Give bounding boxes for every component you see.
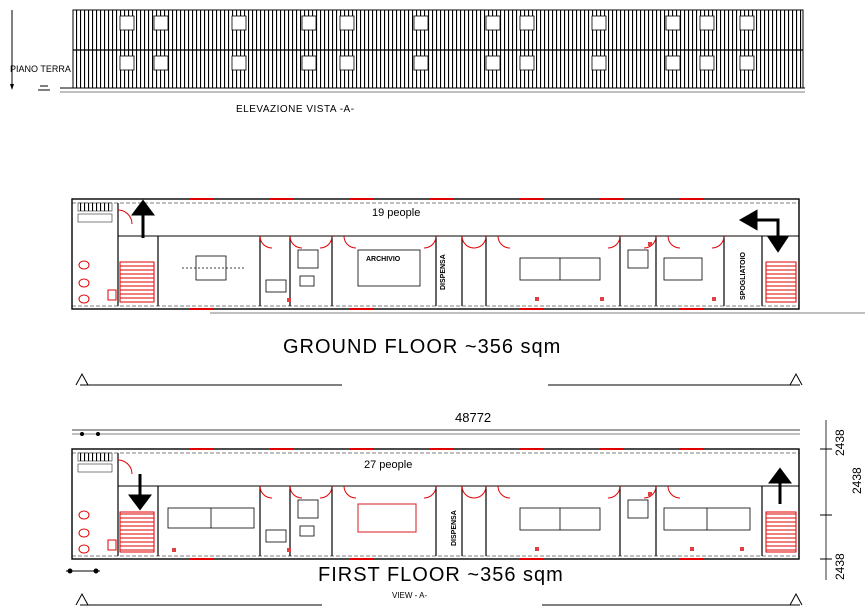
section-marker-bottom-right-icon xyxy=(542,592,803,606)
ground-partitions xyxy=(117,203,763,306)
first-floor-title: FIRST FLOOR ~356 sqm xyxy=(318,564,564,586)
ground-occupancy: 19 people xyxy=(372,207,421,219)
view-marker-bottom xyxy=(66,568,100,574)
elevation-windows xyxy=(119,15,755,71)
first-exit-arrow-up-icon xyxy=(768,467,792,504)
elevation-facade xyxy=(72,9,804,89)
module-width-top: 2438 xyxy=(833,429,847,456)
first-stair-left xyxy=(119,511,155,553)
elevation-title: ELEVAZIONE VISTA -A- xyxy=(236,104,355,115)
level-arrow-icon xyxy=(10,84,14,90)
ground-door-swings xyxy=(117,209,725,249)
room-label-archive: ARCHIVIO xyxy=(366,256,401,263)
ground-exit-arrow-up-icon xyxy=(131,199,155,238)
ground-openings xyxy=(190,198,704,310)
ground-stair-left xyxy=(119,261,155,303)
first-partitions xyxy=(117,453,763,556)
first-stair-right xyxy=(765,511,797,553)
room-label-pantry-first: DISPENSA xyxy=(451,510,458,546)
elevation-view xyxy=(10,9,805,93)
room-label-changing-room: SPOGLIATOIO xyxy=(740,252,747,300)
room-label-pantry-ground: DISPENSA xyxy=(440,254,447,290)
module-width-side: 2438 xyxy=(850,467,864,494)
first-accent-marks xyxy=(172,492,744,552)
ground-floor-plan xyxy=(71,198,865,386)
first-desks xyxy=(167,499,751,543)
module-width-bottom: 2438 xyxy=(833,553,847,580)
section-marker-right-icon xyxy=(548,372,803,386)
overall-length-dimension: 48772 xyxy=(455,410,492,425)
section-marker-bottom-left-icon xyxy=(75,592,322,606)
first-occupancy: 27 people xyxy=(364,459,413,471)
first-door-swings xyxy=(117,459,681,499)
elevation-level-label: PIANO TERRA xyxy=(10,64,71,74)
meeting-table xyxy=(357,503,417,533)
first-openings xyxy=(190,448,704,560)
ground-desks xyxy=(182,249,703,293)
section-marker-left-icon xyxy=(75,372,342,386)
view-label: VIEW - A- xyxy=(392,591,428,600)
ground-wc-fixtures xyxy=(78,260,117,304)
ground-stair-right xyxy=(765,261,797,303)
ground-exit-arrow-turn-icon xyxy=(738,209,789,253)
ground-accent-marks xyxy=(287,242,716,302)
first-floor-plan xyxy=(66,420,832,606)
ground-floor-title: GROUND FLOOR ~356 sqm xyxy=(283,336,562,358)
first-wc-fixtures xyxy=(78,510,117,554)
first-exit-arrow-down-icon xyxy=(128,474,152,511)
